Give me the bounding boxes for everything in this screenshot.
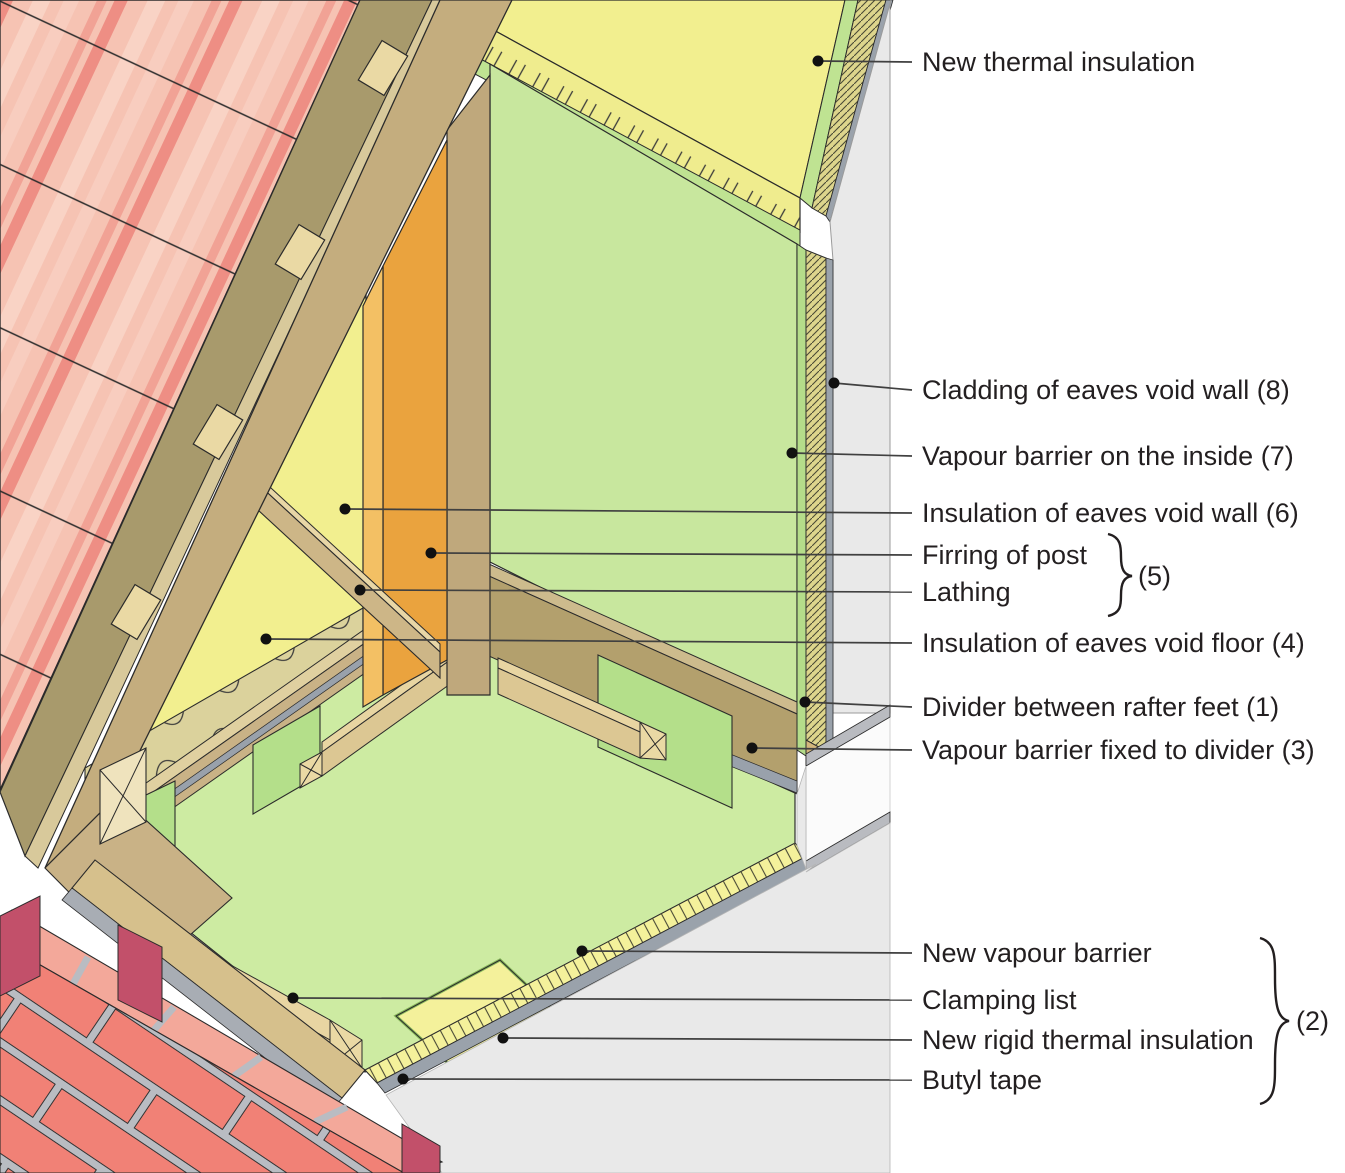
roof-battens [0,0,445,869]
label-new-rigid-thermal-insulation: New rigid thermal insulation [922,1025,1254,1055]
brace-group-5 [1107,532,1133,618]
label-vapour-barrier-inside: Vapour barrier on the inside (7) [922,441,1294,471]
label-new-vapour-barrier: New vapour barrier [922,938,1152,968]
label-butyl-tape: Butyl tape [922,1065,1042,1095]
label-vapour-barrier-fixed-divider: Vapour barrier fixed to divider (3) [922,735,1315,765]
label-group-2: (2) [1296,1006,1329,1036]
label-divider-between-rafter-feet: Divider between rafter feet (1) [922,692,1279,722]
label-clamping-list: Clamping list [922,985,1077,1015]
label-new-thermal-insulation: New thermal insulation [922,47,1195,77]
label-column: New thermal insulation Cladding of eaves… [922,47,1329,1106]
rafter-foot [44,747,233,973]
label-insulation-eaves-void-floor: Insulation of eaves void floor (4) [922,628,1305,658]
leader-lines [265,60,913,1081]
cladding-diagonal-edge [799,0,894,223]
brace-group-2 [1259,936,1290,1106]
leader-dots [260,55,840,1085]
label-lathing: Lathing [922,577,1011,607]
label-firring-of-post: Firring of post [922,540,1088,570]
label-cladding-eaves-void-wall: Cladding of eaves void wall (8) [922,375,1290,405]
label-group-5: (5) [1138,561,1171,591]
existing-wall-lower [385,704,891,1173]
label-insulation-eaves-void-wall: Insulation of eaves void wall (6) [922,498,1299,528]
tile-batten-blocks [110,39,409,641]
